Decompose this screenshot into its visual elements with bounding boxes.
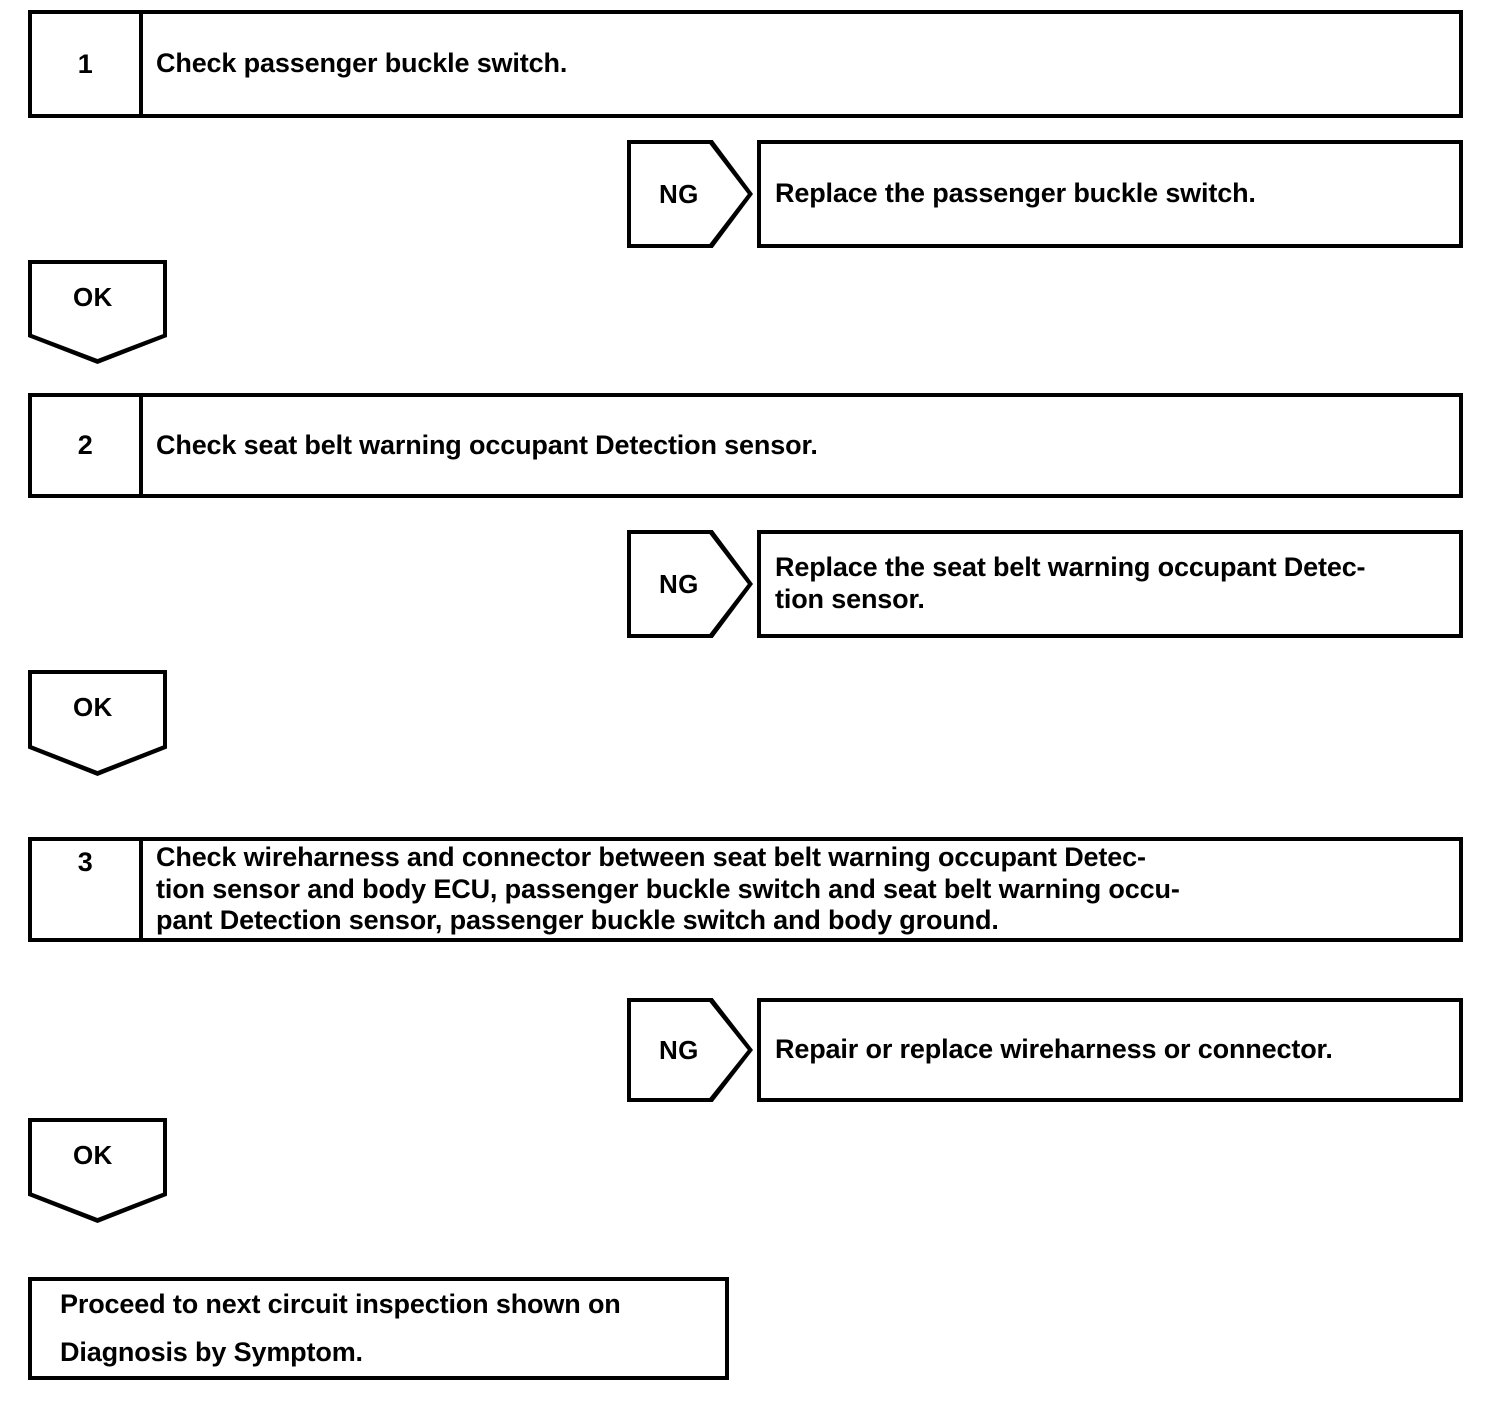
ng-result-box-2: Replace the seat belt warning occupant D… (757, 530, 1463, 638)
ng-arrow-2: NG (627, 530, 753, 638)
ng-arrow-3: NG (627, 998, 753, 1102)
ng-label-3: NG (659, 1034, 699, 1065)
ok-label-2: OK (73, 692, 113, 722)
ng-action-1: Replace the passenger buckle switch. (775, 178, 1256, 209)
ng-label-2: NG (659, 568, 699, 599)
step-instruction-cell-1: Check passenger buckle switch. (143, 14, 1459, 114)
ok-label-1: OK (73, 282, 113, 312)
ng-label-1: NG (659, 178, 699, 209)
step-number-2: 2 (32, 397, 143, 494)
ng-branch-2: NG Replace the seat belt warning occupan… (627, 530, 1463, 638)
step-instruction-cell-3: Check wireharness and connector between … (143, 841, 1459, 938)
step-instruction-cell-2: Check seat belt warning occupant Detecti… (143, 397, 1459, 494)
ok-label-3: OK (73, 1140, 113, 1170)
step-number-3: 3 (32, 841, 143, 938)
final-outcome-text: Proceed to next circuit inspection shown… (60, 1289, 621, 1367)
ng-result-box-3: Repair or replace wireharness or connect… (757, 998, 1463, 1102)
final-outcome-box: Proceed to next circuit inspection shown… (28, 1277, 729, 1380)
ng-action-2: Replace the seat belt warning occupant D… (775, 552, 1366, 614)
step-instruction-2: Check seat belt warning occupant Detecti… (156, 429, 818, 460)
ng-result-box-1: Replace the passenger buckle switch. (757, 140, 1463, 248)
step-instruction-3: Check wireharness and connector between … (156, 841, 1180, 936)
ng-action-3: Repair or replace wireharness or connect… (775, 1034, 1333, 1065)
ng-arrow-1: NG (627, 140, 753, 248)
ok-arrow-2 (28, 670, 167, 776)
ng-branch-1: NG Replace the passenger buckle switch. (627, 140, 1463, 248)
step-number-1: 1 (32, 14, 143, 114)
step-box-3: 3 Check wireharness and connector betwee… (28, 837, 1463, 942)
step-box-2: 2 Check seat belt warning occupant Detec… (28, 393, 1463, 498)
step-instruction-1: Check passenger buckle switch. (156, 48, 568, 79)
ng-branch-3: NG Repair or replace wireharness or conn… (627, 998, 1463, 1102)
step-box-1: 1 Check passenger buckle switch. (28, 10, 1463, 118)
